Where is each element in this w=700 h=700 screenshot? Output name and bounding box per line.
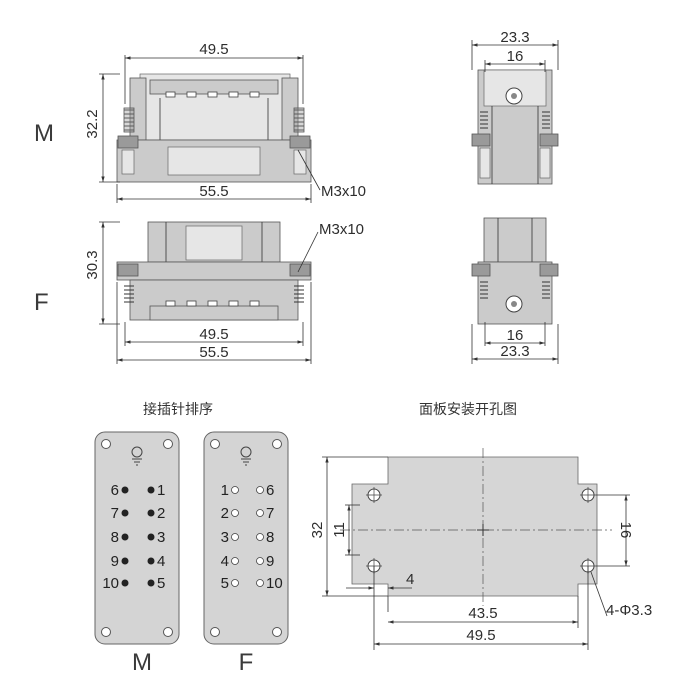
female-pin-label: 1	[221, 482, 229, 499]
cutout-height-dim: 32	[309, 522, 326, 539]
m-side-outer-dim: 23.3	[500, 29, 529, 46]
m-height-dim: 32.2	[84, 109, 101, 138]
female-pin-label: 5	[221, 575, 229, 592]
male-pin-dots	[121, 486, 155, 587]
male-pin-label: 4	[157, 553, 165, 570]
female-pin-label: 9	[266, 553, 274, 570]
female-pin-label: 6	[266, 482, 274, 499]
f-screw-label: M3x10	[319, 221, 364, 238]
male-pin-label: 5	[157, 575, 165, 592]
f-side-inner-dim: 16	[507, 327, 524, 344]
f-height-dim: 30.3	[84, 250, 101, 279]
male-label: M	[34, 120, 54, 147]
m-screw-label: M3x10	[321, 183, 366, 200]
male-pin-label: 1	[157, 482, 165, 499]
male-pin-label: 6	[111, 482, 119, 499]
hole-spec-label: 4-Φ3.3	[606, 602, 652, 619]
male-front-view	[116, 73, 312, 183]
cutout-inner-dim: 43.5	[468, 605, 497, 622]
cutout-offset-dim: 4	[406, 571, 414, 588]
male-pin-label: 3	[157, 529, 165, 546]
male-pin-card: 6 7 8 9 10 1 2 3 4 5	[94, 431, 180, 645]
female-front-view	[116, 221, 312, 321]
f-side-outer-dim: 23.3	[500, 343, 529, 360]
female-pin-label: 8	[266, 529, 274, 546]
male-card-label: M	[132, 649, 152, 676]
male-pin-label: 9	[111, 553, 119, 570]
m-top-width-dim: 49.5	[199, 41, 228, 58]
female-card-label: F	[239, 649, 254, 676]
cutout-small-dim: 11	[331, 522, 348, 538]
female-pin-label: 4	[221, 553, 229, 570]
pin-order-caption: 接插针排序	[143, 401, 213, 418]
male-pin-label: 2	[157, 505, 165, 522]
female-pin-card: 1 2 3 4 5 6 7 8 9 10	[203, 431, 289, 645]
hole-spacing-dim: 16	[617, 522, 634, 539]
male-side-view	[471, 69, 559, 185]
female-pin-label: 2	[221, 505, 229, 522]
panel-cutout	[340, 448, 612, 606]
cutout-outer-dim: 49.5	[466, 627, 495, 644]
female-pin-label: 3	[221, 529, 229, 546]
female-pin-holes	[231, 486, 264, 587]
male-pin-label: 7	[111, 505, 119, 522]
m-side-inner-dim: 16	[507, 48, 524, 65]
male-pin-label: 8	[111, 529, 119, 546]
female-pin-label: 10	[266, 575, 283, 592]
panel-cutout-caption: 面板安装开孔图	[419, 402, 517, 418]
f-outer-width-dim: 55.5	[199, 344, 228, 361]
female-side-view	[471, 217, 559, 325]
male-pin-label: 10	[102, 575, 119, 592]
f-inner-width-dim: 49.5	[199, 326, 228, 343]
female-label: F	[34, 289, 49, 316]
m-bottom-width-dim: 55.5	[199, 183, 228, 200]
female-pin-label: 7	[266, 505, 274, 522]
